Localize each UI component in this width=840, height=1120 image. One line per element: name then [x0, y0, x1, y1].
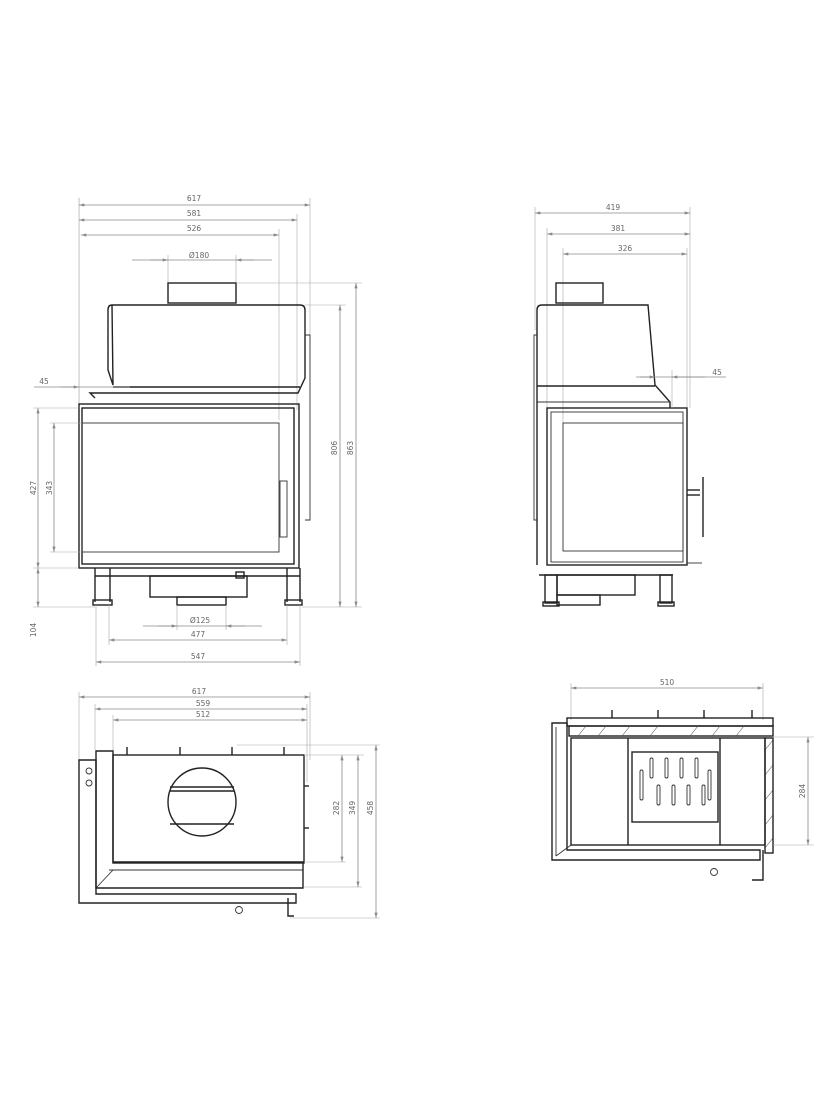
dim-806: 806 [330, 441, 339, 456]
top-left-outline [78, 692, 311, 917]
dim-526: 526 [187, 224, 202, 233]
dim-45-side: 45 [712, 368, 722, 377]
top-view-right: 510 284 [551, 678, 814, 881]
dim-581: 581 [187, 209, 202, 218]
dim-477: 477 [191, 630, 206, 639]
top-right-outline [551, 683, 774, 881]
dim-282: 282 [332, 801, 341, 816]
dim-326: 326 [618, 244, 633, 253]
front-view-outline [78, 197, 311, 606]
hatching [577, 725, 774, 849]
dim-512: 512 [196, 710, 211, 719]
front-dimensions: 617 581 526 Ø180 45 806 863 427 343 104 [29, 194, 362, 666]
side-dimensions: 419 381 326 45 [534, 203, 726, 408]
dim-458: 458 [366, 801, 375, 816]
dim-419: 419 [606, 203, 621, 212]
grate-slots [639, 757, 712, 806]
dim-547: 547 [191, 652, 206, 661]
dim-427: 427 [29, 481, 38, 496]
front-view: 617 581 526 Ø180 45 806 863 427 343 104 [29, 194, 362, 666]
top-right-dimensions: 510 284 [570, 678, 814, 846]
dim-863: 863 [346, 441, 355, 456]
dim-381: 381 [611, 224, 626, 233]
dim-559: 559 [196, 699, 211, 708]
dim-343: 343 [45, 481, 54, 496]
side-view: 419 381 326 45 [533, 203, 726, 607]
dim-45: 45 [39, 377, 49, 386]
dim-617-top: 617 [192, 687, 207, 696]
top-view-left: 617 559 512 282 349 458 [78, 687, 380, 919]
top-left-dimensions: 617 559 512 282 349 458 [79, 687, 380, 919]
dim-flue-125: Ø125 [190, 616, 210, 625]
dim-349: 349 [348, 801, 357, 816]
dim-617: 617 [187, 194, 202, 203]
dim-284: 284 [798, 784, 807, 799]
dim-104: 104 [29, 623, 38, 638]
side-view-outline [533, 207, 704, 607]
dim-510: 510 [660, 678, 675, 687]
dim-flue-180: Ø180 [189, 251, 209, 260]
